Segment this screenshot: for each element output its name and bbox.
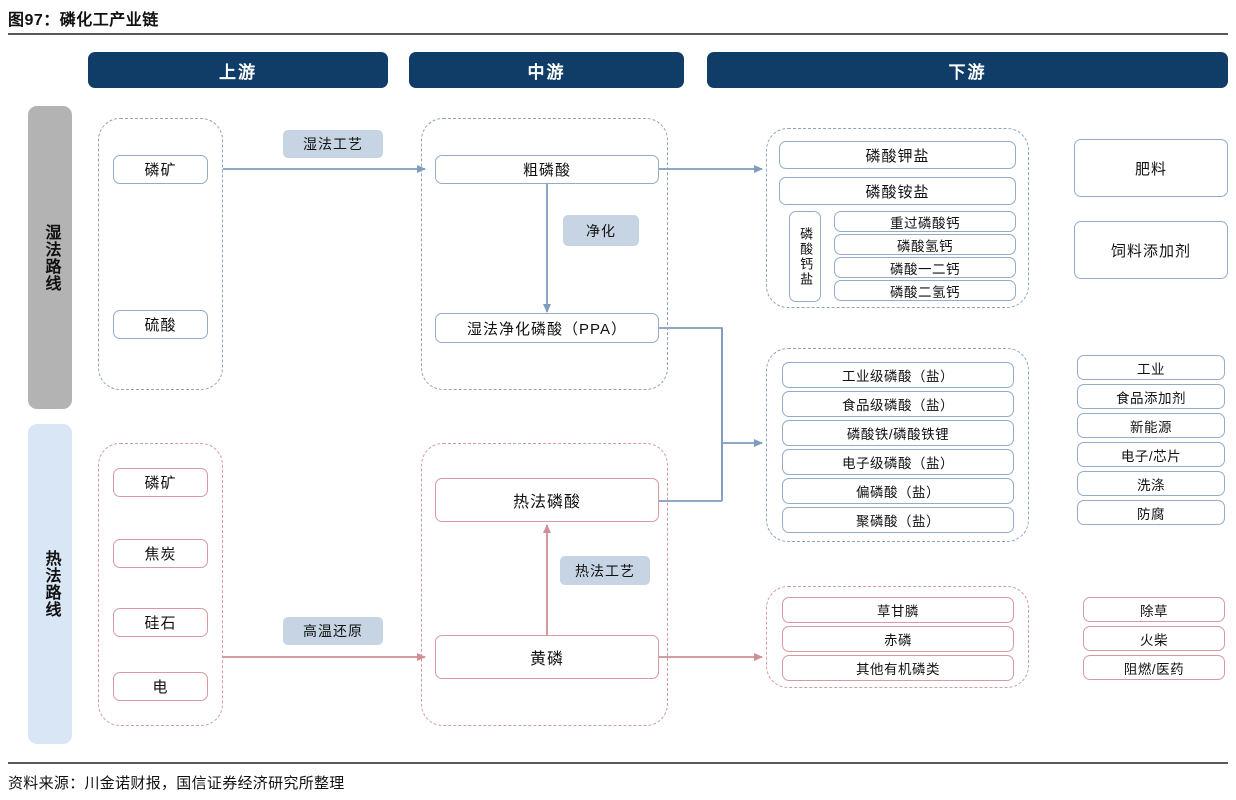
product-calcium-3[interactable]: 磷酸二氢钙 (834, 280, 1016, 301)
node-wet-upstream-1[interactable]: 硫酸 (113, 310, 208, 339)
application-mid-1[interactable]: 食品添加剂 (1077, 384, 1225, 409)
application-mid-2[interactable]: 新能源 (1077, 413, 1225, 438)
route-label-thermal: 热法路线 (28, 424, 72, 744)
application-mid-4[interactable]: 洗涤 (1077, 471, 1225, 496)
product-bottom-0[interactable]: 草甘膦 (782, 597, 1014, 623)
group-upstream-wet (98, 118, 223, 390)
node-thermal-upstream-0[interactable]: 磷矿 (113, 468, 208, 497)
product-mid-5[interactable]: 聚磷酸（盐） (782, 507, 1014, 533)
stage-header-upstream: 上游 (88, 52, 388, 88)
application-mid-5[interactable]: 防腐 (1077, 500, 1225, 525)
product-calcium-0[interactable]: 重过磷酸钙 (834, 211, 1016, 232)
application-mid-0[interactable]: 工业 (1077, 355, 1225, 380)
application-top-0[interactable]: 肥料 (1074, 139, 1228, 197)
product-mid-0[interactable]: 工业级磷酸（盐） (782, 362, 1014, 388)
product-mid-3[interactable]: 电子级磷酸（盐） (782, 449, 1014, 475)
footer-divider (8, 762, 1228, 764)
stage-header-midstream: 中游 (409, 52, 684, 88)
application-bottom-1[interactable]: 火柴 (1083, 626, 1225, 651)
product-mid-1[interactable]: 食品级磷酸（盐） (782, 391, 1014, 417)
application-bottom-0[interactable]: 除草 (1083, 597, 1225, 622)
node-thermal-upstream-3[interactable]: 电 (113, 672, 208, 701)
product-phosphate-ammonium[interactable]: 磷酸铵盐 (779, 177, 1016, 205)
application-mid-3[interactable]: 电子/芯片 (1077, 442, 1225, 467)
source-note: 资料来源：川金诺财报，国信证券经济研究所整理 (8, 775, 345, 792)
group-midstream-wet (421, 118, 668, 390)
title-divider (8, 33, 1228, 35)
chip-wet-process: 湿法工艺 (283, 130, 383, 158)
node-thermal-midstream-1[interactable]: 黄磷 (435, 635, 659, 679)
figure-title: 图97：磷化工产业链 (8, 12, 159, 29)
application-bottom-2[interactable]: 阻燃/医药 (1083, 655, 1225, 680)
chip-purify: 净化 (563, 215, 639, 246)
node-wet-midstream-1[interactable]: 湿法净化磷酸（PPA） (435, 313, 659, 343)
group-upstream-thermal (98, 443, 223, 726)
product-bottom-1[interactable]: 赤磷 (782, 626, 1014, 652)
product-phosphate-calcium-group-label: 磷酸钙盐 (789, 211, 821, 302)
product-mid-4[interactable]: 偏磷酸（盐） (782, 478, 1014, 504)
node-thermal-upstream-1[interactable]: 焦炭 (113, 539, 208, 568)
application-top-1[interactable]: 饲料添加剂 (1074, 221, 1228, 279)
product-phosphate-potassium[interactable]: 磷酸钾盐 (779, 141, 1016, 169)
product-bottom-2[interactable]: 其他有机磷类 (782, 655, 1014, 681)
product-mid-2[interactable]: 磷酸铁/磷酸铁锂 (782, 420, 1014, 446)
product-calcium-2[interactable]: 磷酸一二钙 (834, 257, 1016, 278)
node-wet-midstream-0[interactable]: 粗磷酸 (435, 155, 659, 184)
group-downstream-products-bottom (766, 586, 1029, 688)
chip-high-temp-reduction: 高温还原 (283, 617, 383, 645)
group-downstream-products-mid (766, 348, 1029, 542)
route-label-wet: 湿法路线 (28, 106, 72, 409)
chip-thermal-process: 热法工艺 (560, 556, 650, 585)
node-wet-upstream-0[interactable]: 磷矿 (113, 155, 208, 184)
product-calcium-1[interactable]: 磷酸氢钙 (834, 234, 1016, 255)
group-downstream-products-top (766, 128, 1029, 308)
node-thermal-midstream-0[interactable]: 热法磷酸 (435, 478, 659, 522)
stage-header-downstream: 下游 (707, 52, 1228, 88)
node-thermal-upstream-2[interactable]: 硅石 (113, 608, 208, 637)
group-midstream-thermal (421, 443, 668, 726)
